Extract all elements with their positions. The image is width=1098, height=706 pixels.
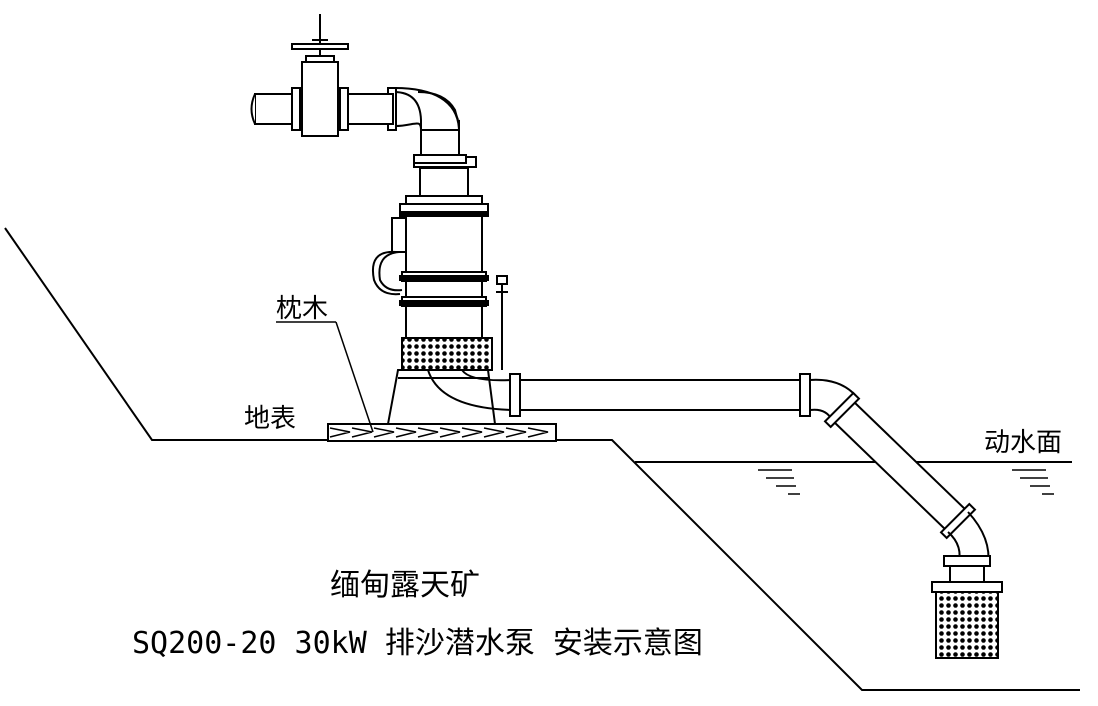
level-rod: [496, 275, 508, 370]
sleeper-base: [327, 423, 557, 442]
water-level-symbol-right: [1012, 469, 1054, 495]
suction-strainer: [931, 555, 1003, 659]
submersible-pump-body: [399, 156, 489, 339]
upper-discharge-pipe: [250, 87, 467, 164]
water-level-symbol-left: [758, 469, 800, 495]
ground-surface-label: 地表: [244, 404, 297, 434]
gate-valve: [291, 14, 349, 137]
pump-strainer: [401, 337, 493, 371]
sleeper-leader: [276, 321, 374, 433]
inclined-pipe: [823, 391, 990, 567]
ground-line: [4, 227, 1080, 691]
horizontal-discharge-pipe: [509, 373, 857, 421]
drawing-title-line2: SQ200-20 30kW 排沙潜水泵 安装示意图: [132, 626, 703, 661]
pump-internal-elbow: [427, 369, 513, 411]
sleeper-label: 枕木: [276, 294, 329, 324]
dynamic-water-level-label: 动水面: [984, 428, 1063, 458]
cable-gland: [372, 217, 407, 296]
drawing-title-line1: 缅甸露天矿: [330, 568, 480, 603]
